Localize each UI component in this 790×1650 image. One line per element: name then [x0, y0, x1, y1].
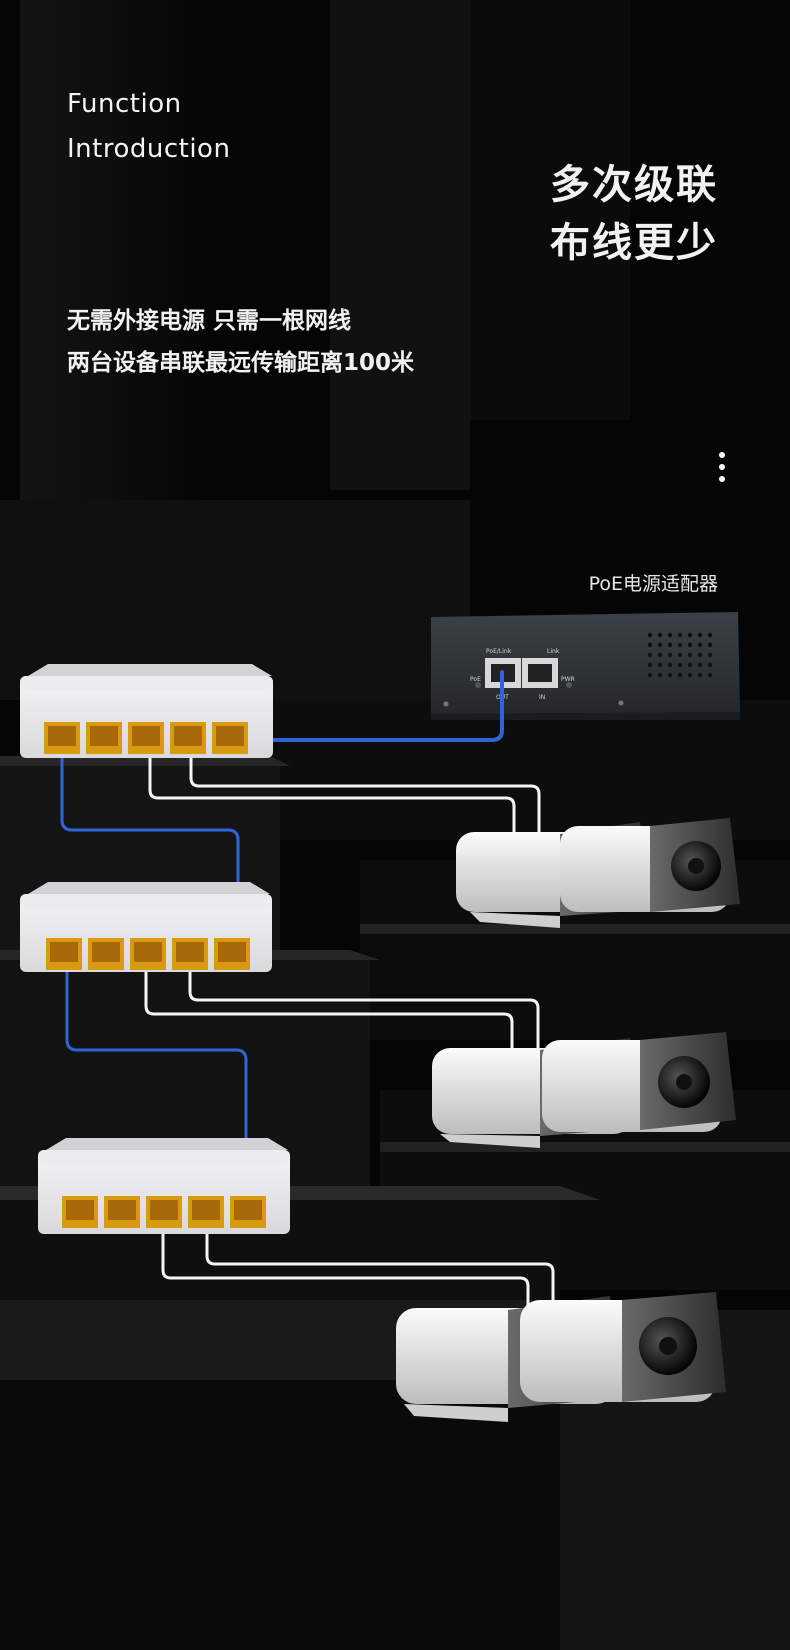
feature-description: 无需外接电源 只需一根网线 两台设备串联最远传输距离100米 — [67, 300, 414, 384]
camera-3b — [520, 1292, 726, 1402]
more-dot — [719, 476, 725, 482]
cables — [60, 670, 555, 1316]
camera-cable-2b — [188, 968, 540, 1054]
cascade-cable-2 — [65, 966, 248, 1212]
poe-port-right-label: Link — [547, 648, 560, 655]
section-label-line-1: Function — [67, 89, 182, 119]
poe-adapter-label: PoE电源适配器 — [588, 573, 718, 595]
switch-3-ports — [62, 1196, 266, 1228]
more-vertical-icon[interactable] — [718, 452, 726, 490]
poe-switch-2 — [20, 882, 272, 972]
poe-port-left-label: PoE/Link — [486, 648, 512, 655]
headline-line-1: 多次级联 — [550, 162, 718, 208]
poe-led — [475, 682, 481, 688]
uplink-cable-poe — [234, 670, 504, 742]
cascade-cable-1 — [60, 743, 240, 950]
camera-cable-1b — [189, 756, 541, 840]
camera-pair-1 — [456, 818, 740, 928]
section-label: Function Introduction — [67, 82, 230, 172]
switch-1-ports — [44, 722, 248, 754]
pwr-led-label: PWR — [561, 676, 575, 683]
poe-vent-grille — [647, 632, 713, 678]
poe-switch-3 — [38, 1138, 290, 1234]
camera-cable-3a — [161, 1230, 530, 1316]
switch-2-ports — [46, 938, 250, 970]
description-line-1: 无需外接电源 只需一根网线 — [67, 308, 352, 334]
camera-2b — [542, 1032, 736, 1132]
poe-led-label: PoE — [470, 676, 481, 683]
camera-pair-3 — [396, 1292, 726, 1422]
pwr-led — [566, 682, 572, 688]
section-label-line-2: Introduction — [67, 134, 231, 164]
camera-pair-2 — [432, 1032, 736, 1148]
more-dot — [719, 464, 725, 470]
poe-in-label: IN — [539, 694, 545, 701]
poe-adapter: PoE/Link Link PoE PWR OUT IN — [431, 612, 740, 720]
more-dot — [719, 452, 725, 458]
poe-switch-1 — [20, 664, 273, 758]
headline-line-2: 布线更少 — [550, 220, 718, 266]
camera-cable-2a — [144, 968, 514, 1054]
camera-1b — [560, 818, 740, 912]
camera-cable-3b — [205, 1230, 555, 1316]
page-headline: 多次级联 布线更少 — [550, 156, 718, 272]
description-line-2: 两台设备串联最远传输距离100米 — [67, 350, 415, 376]
camera-cable-1a — [148, 756, 516, 840]
